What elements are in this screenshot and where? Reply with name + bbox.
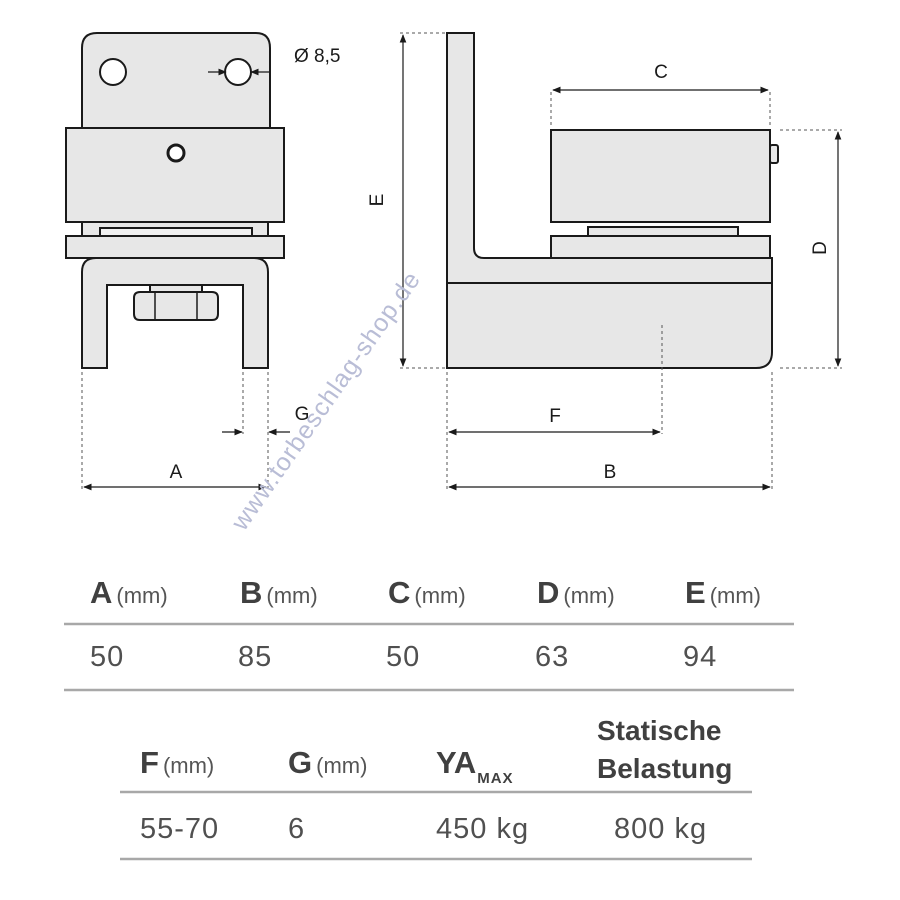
table1-value-c: 50 (386, 641, 420, 673)
table1-value-d: 63 (535, 641, 569, 673)
lubrication-hole (166, 143, 186, 163)
table1-value-b: 85 (238, 641, 272, 673)
roller-pin (769, 144, 779, 164)
label-c: C (654, 62, 668, 83)
u-bracket (81, 257, 269, 369)
table2-header-static-line2: Belastung (597, 753, 732, 784)
label-f: F (549, 406, 561, 427)
svg-text:D(mm): D(mm) (537, 575, 615, 610)
base-plate (65, 235, 285, 259)
table1-header-c: C(mm) (388, 575, 466, 610)
roller-housing (550, 129, 771, 223)
table2-value-f: 55-70 (140, 813, 219, 845)
table2-value-g: 6 (288, 813, 305, 845)
roller-spacer (587, 226, 739, 237)
label-g: G (295, 404, 310, 425)
svg-text:C(mm): C(mm) (388, 575, 466, 610)
table2-header-static-line1: Statische (597, 715, 722, 746)
dimension-table-1: A(mm) B(mm) C(mm) D(mm) E(mm) 50 85 50 6… (64, 575, 794, 692)
label-b: B (604, 462, 617, 483)
mounting-hole-right (224, 58, 252, 86)
table1-value-e: 94 (683, 641, 717, 673)
table1-header-a: A(mm) (90, 575, 168, 610)
svg-text:B(mm): B(mm) (240, 575, 318, 610)
table2-value-ya-max: 450 kg (436, 813, 529, 845)
front-view: A G Ø 8,5 (65, 32, 340, 491)
table1-header-d: D(mm) (537, 575, 615, 610)
spacer-inner (99, 227, 253, 237)
svg-text:G(mm): G(mm) (288, 745, 367, 780)
side-view: E C D F B (367, 32, 842, 491)
table1-header-e: E(mm) (685, 575, 761, 610)
svg-text:A(mm): A(mm) (90, 575, 168, 610)
table1-header-b: B(mm) (240, 575, 318, 610)
dimension-table-2: F(mm) G(mm) YAMAX Statische Belastung 55… (120, 715, 752, 861)
table2-header-f: F(mm) (140, 745, 214, 780)
svg-text:YAMAX: YAMAX (436, 745, 514, 787)
table2-header-ya-max: YAMAX (436, 745, 514, 787)
mounting-plate (81, 32, 271, 129)
hex-nut (133, 291, 219, 321)
roller-base (550, 235, 771, 259)
housing-block (65, 127, 285, 223)
svg-text:F(mm): F(mm) (140, 745, 214, 780)
label-diameter: Ø 8,5 (294, 46, 340, 67)
label-a: A (170, 462, 183, 483)
mounting-hole-left (99, 58, 127, 86)
table2-header-g: G(mm) (288, 745, 367, 780)
table1-value-a: 50 (90, 641, 124, 673)
svg-text:E(mm): E(mm) (685, 575, 761, 610)
base-body (446, 282, 773, 369)
table2-value-static-load: 800 kg (614, 813, 707, 845)
label-d: D (810, 241, 831, 255)
label-e: E (367, 194, 388, 207)
